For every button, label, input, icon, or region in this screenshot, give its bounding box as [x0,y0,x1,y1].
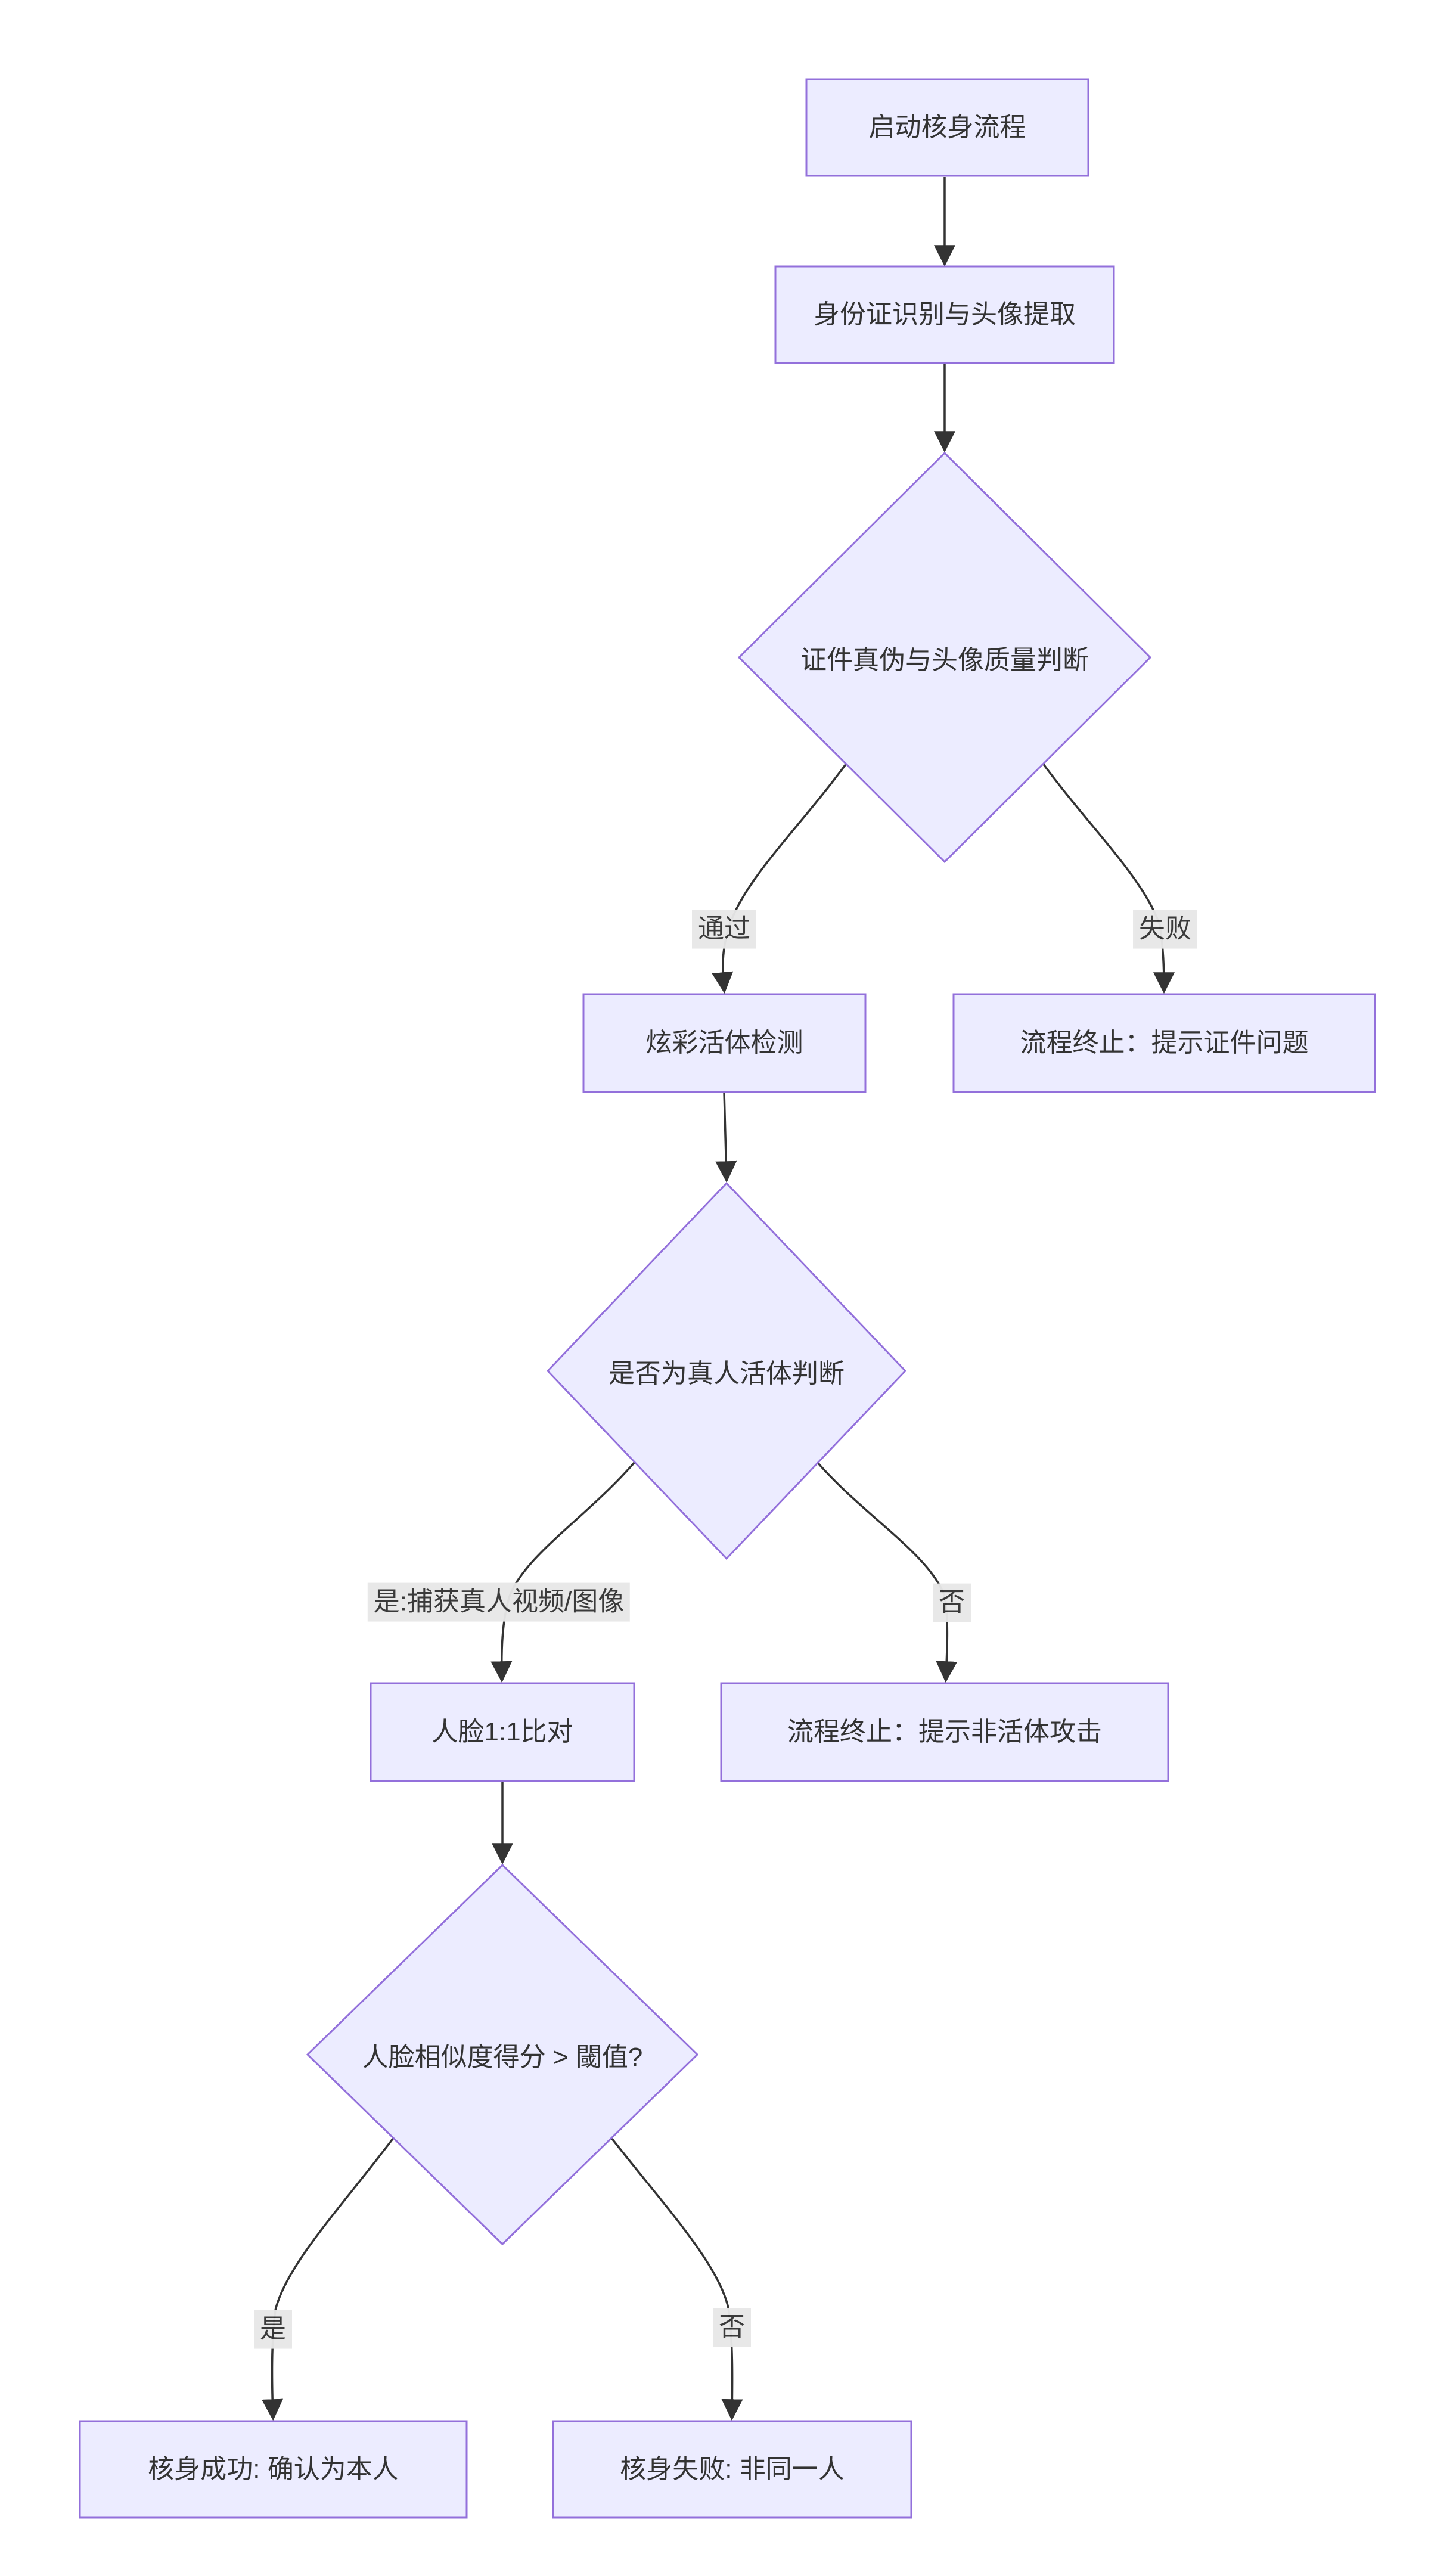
edge-label-no-score: 否 [713,2308,751,2347]
node-success: 核身成功: 确认为本人 [148,2455,399,2484]
edge-doccheck-fail-to-terminatedoc [1042,762,1175,994]
node-terminatedoc-shape [952,993,1376,1093]
edge-doccheck-pass-to-liveness [712,762,847,994]
edge-label-pass: 通过 [692,910,756,949]
decision-livenesscheck: 是否为真人活体判断 [609,1359,845,1388]
edge-label-no-liveness: 否 [933,1583,971,1622]
decision-scorecheck: 人脸相似度得分 > 閾值? [362,2043,643,2072]
edge-label-fail: 失败 [1133,910,1197,949]
decision-doccheck: 证件真伪与头像质量判断 [800,646,1089,675]
node-liveness: 炫彩活体检测 [645,1028,803,1058]
node-facecompare: 人脸1:1比对 [431,1717,573,1747]
decision-scorecheck-shape [306,1863,699,2246]
node-terminatedoc: 流程终止：提示证件问题 [1020,1028,1309,1058]
node-idocr: 身份证识别与头像提取 [814,300,1076,330]
node-idocr-shape [774,265,1115,364]
decision-doccheck-shape [737,451,1152,864]
node-success-shape [79,2420,468,2519]
node-start: 启动核身流程 [868,113,1026,142]
edge-label-yes-score: 是 [254,2310,292,2349]
node-liveness-shape [582,993,867,1093]
decision-livenesscheck-shape [546,1181,907,1560]
node-facecompare-shape [370,1682,635,1782]
edge-livenesscheck-yes-to-facecompare [490,1461,636,1683]
edge-scorecheck-yes-to-success [262,2137,395,2421]
node-terminateattack: 流程终止：提示非活体攻击 [787,1717,1102,1747]
node-start-shape [805,78,1089,177]
node-terminateattack-shape [720,1682,1169,1782]
node-fail: 核身失败: 非同一人 [620,2455,845,2484]
edge-livenesscheck-no-to-terminateattack [817,1461,958,1683]
edge-label-yes-capture: 是:捕获真人视频/图像 [367,1582,631,1622]
edge-liveness-to-livenesscheck [715,1091,737,1183]
node-fail-shape [552,2420,912,2519]
edge-scorecheck-no-to-fail [610,2137,743,2421]
